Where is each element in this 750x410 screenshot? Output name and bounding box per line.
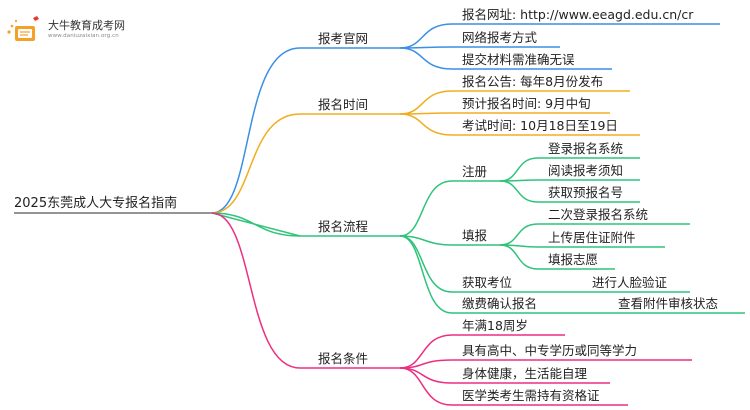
- sub-register: 注册: [462, 164, 488, 179]
- logo-url: www.daniuzaixian.org.cn: [48, 33, 119, 39]
- branch-connector-time: [211, 90, 640, 214]
- leaf-health: 身体健康，生活能自理: [462, 366, 588, 381]
- leaf-reg-time: 预计报名时间: 9月中旬: [462, 96, 591, 111]
- logo-title: 大牛教育成考网: [48, 19, 125, 32]
- branch-website: 报考官网: [318, 31, 369, 46]
- branch-connector-website: [211, 23, 720, 214]
- branch-time: 报名时间: [318, 97, 369, 112]
- leaf-website-url: 报名网址: http://www.eeagd.edu.cn/cr: [462, 7, 694, 22]
- branch-conditions: 报名条件: [318, 351, 369, 366]
- leaf-second-login: 二次登录报名系统: [548, 207, 649, 222]
- leaf-read-notice: 阅读报考须知: [548, 163, 624, 178]
- book-pencil-logo-icon: [7, 16, 39, 41]
- leaf-online-method: 网络报考方式: [462, 30, 538, 45]
- branch-connector-process: [211, 157, 745, 314]
- sub-get-seat: 获取考位: [462, 275, 513, 290]
- leaf-age: 年满18周岁: [462, 318, 528, 333]
- leaf-exam-time: 考试时间: 10月18日至19日: [462, 118, 618, 133]
- site-logo: 大牛教育成考网 www.daniuzaixian.org.cn: [6, 8, 156, 48]
- leaf-medical-cert: 医学类考生需持有资格证: [462, 388, 600, 403]
- sub-pay-confirm: 缴费确认报名: [462, 296, 538, 311]
- leaf-login: 登录报名系统: [548, 141, 624, 156]
- leaf-education: 具有高中、中专学历或同等学力: [462, 343, 638, 358]
- leaf-face-verify: 进行人脸验证: [592, 275, 668, 290]
- sub-fill: 填报: [462, 228, 488, 243]
- branch-connector-conditions: [211, 212, 692, 406]
- leaf-announcement: 报名公告: 每年8月份发布: [462, 74, 604, 89]
- leaf-materials: 提交材料需准确无误: [462, 52, 575, 67]
- leaf-upload-permit: 上传居住证附件: [548, 230, 636, 245]
- leaf-volunteer: 填报志愿: [548, 252, 599, 267]
- branch-process: 报名流程: [318, 219, 369, 234]
- root-node: 2025东莞成人大专报名指南: [14, 196, 178, 211]
- leaf-pre-number: 获取预报名号: [548, 185, 624, 200]
- leaf-check-status: 查看附件审核状态: [618, 296, 719, 311]
